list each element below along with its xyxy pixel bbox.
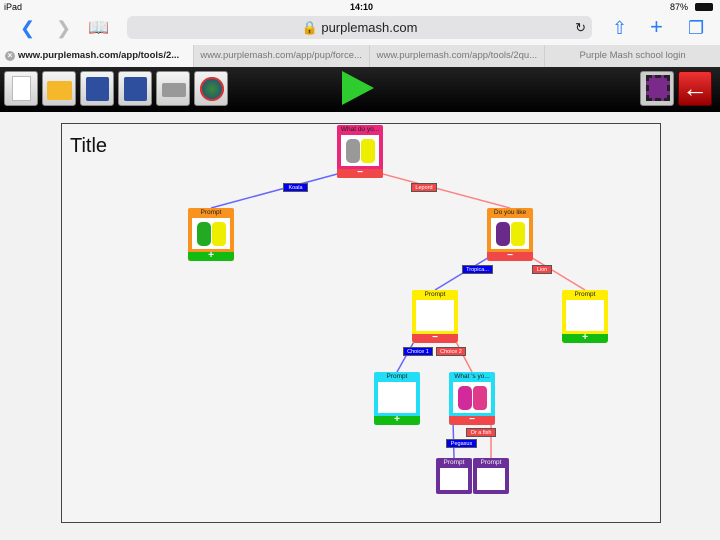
node-title[interactable]: Prompt [443, 459, 465, 466]
branch-label[interactable]: Choice 1 [403, 347, 433, 356]
save-button[interactable] [80, 71, 114, 106]
node-title[interactable]: Prompt [480, 459, 502, 466]
file-icon [12, 76, 31, 101]
expand-button[interactable]: + [562, 333, 608, 343]
forward-icon[interactable]: ❯ [56, 18, 72, 38]
tabs-icon[interactable]: ❐ [688, 18, 705, 38]
tab-2[interactable]: www.purplemash.com/app/pup/force... [192, 45, 369, 67]
collapse-button[interactable]: − [449, 415, 495, 425]
app-toolbar: ← [0, 67, 720, 112]
new-tab-icon[interactable]: + [650, 14, 663, 39]
node-title[interactable]: Do you like [493, 209, 527, 216]
node-image[interactable] [491, 218, 529, 249]
node-title[interactable]: What 's yo... [454, 373, 490, 380]
node-image[interactable] [378, 382, 416, 413]
share-icon[interactable]: ⇧ [612, 18, 628, 38]
flowchart-node[interactable]: What 's yo... − [449, 372, 495, 425]
collapse-button[interactable]: − [337, 168, 383, 178]
flowchart-node[interactable]: Prompt − [412, 290, 458, 343]
node-image[interactable] [453, 382, 491, 413]
node-image[interactable] [341, 135, 379, 166]
tab-1[interactable]: ×www.purplemash.com/app/tools/2... [0, 45, 193, 67]
tab-4[interactable]: Purple Mash school login [544, 45, 720, 67]
tab-3[interactable]: www.purplemash.com/app/tools/2qu... [368, 45, 545, 67]
branch-label[interactable]: Pegasus [446, 439, 477, 448]
flowchart-node[interactable]: Prompt + [562, 290, 608, 343]
film-icon [646, 75, 670, 101]
floppy-icon [86, 77, 109, 101]
clock: 14:10 [350, 2, 374, 12]
floppy-arrow-icon [124, 77, 147, 101]
node-title[interactable]: Prompt [424, 291, 446, 298]
globe-icon [200, 77, 224, 101]
tab-label: www.purplemash.com/app/tools/2... [18, 50, 180, 61]
node-image[interactable] [192, 218, 230, 249]
bookmarks-icon[interactable]: 📖 [88, 18, 110, 37]
connector-line [378, 172, 511, 209]
collapse-button[interactable]: − [487, 251, 533, 261]
node-image[interactable] [477, 468, 505, 490]
back-icon[interactable]: ❮ [20, 18, 36, 38]
open-button[interactable] [42, 71, 76, 106]
url-text: purplemash.com [321, 20, 418, 35]
node-title[interactable]: Prompt [574, 291, 596, 298]
canvas-title[interactable]: Title [70, 135, 108, 157]
tab-bar: ×www.purplemash.com/app/tools/2... www.p… [0, 45, 720, 67]
branch-label[interactable]: Choice 2 [436, 347, 466, 356]
flowchart-node[interactable]: Do you like − [487, 208, 533, 261]
collapse-button[interactable]: − [412, 333, 458, 343]
branch-label[interactable]: Lion [532, 265, 552, 274]
flowchart-node[interactable]: Prompt [436, 458, 472, 494]
back-arrow-icon: ← [682, 73, 708, 103]
flowchart-node[interactable]: Prompt + [374, 372, 420, 425]
branch-label[interactable]: Lepord [411, 183, 437, 192]
play-button[interactable] [342, 71, 374, 105]
battery-icon [695, 3, 713, 11]
connector-line [528, 255, 586, 291]
flowchart-node[interactable]: What do yo... − [337, 125, 383, 178]
close-tab-icon[interactable]: × [5, 51, 15, 61]
video-button[interactable] [640, 71, 674, 106]
device-label: iPad [4, 2, 23, 12]
expand-button[interactable]: + [374, 415, 420, 425]
flowchart-node[interactable]: Prompt + [188, 208, 234, 261]
printer-icon [162, 83, 186, 97]
print-button[interactable] [156, 71, 190, 106]
address-bar[interactable]: 🔒 purplemash.com ↻ [127, 16, 592, 39]
lock-icon: 🔒 [301, 20, 322, 35]
status-bar: iPad 14:10 87% [0, 0, 720, 14]
branch-label[interactable]: Tropica... [462, 265, 493, 274]
battery-percent: 87% [670, 2, 689, 12]
node-image[interactable] [440, 468, 468, 490]
share-online-button[interactable] [194, 71, 228, 106]
new-file-button[interactable] [4, 71, 38, 106]
node-title[interactable]: What do yo... [340, 126, 380, 133]
branch-label[interactable]: Koala [283, 183, 308, 192]
node-title[interactable]: Prompt [200, 209, 222, 216]
node-image[interactable] [416, 300, 454, 331]
save-as-button[interactable] [118, 71, 152, 106]
node-title[interactable]: Prompt [386, 373, 408, 380]
reload-icon[interactable]: ↻ [575, 20, 586, 35]
flowchart-node[interactable]: Prompt [473, 458, 509, 494]
branch-label[interactable]: Or a fish [466, 428, 496, 437]
flowchart-canvas[interactable] [61, 123, 661, 523]
node-image[interactable] [566, 300, 604, 331]
expand-button[interactable]: + [188, 251, 234, 261]
exit-button[interactable]: ← [678, 71, 712, 106]
connector-line [210, 172, 342, 209]
folder-icon [47, 81, 72, 100]
